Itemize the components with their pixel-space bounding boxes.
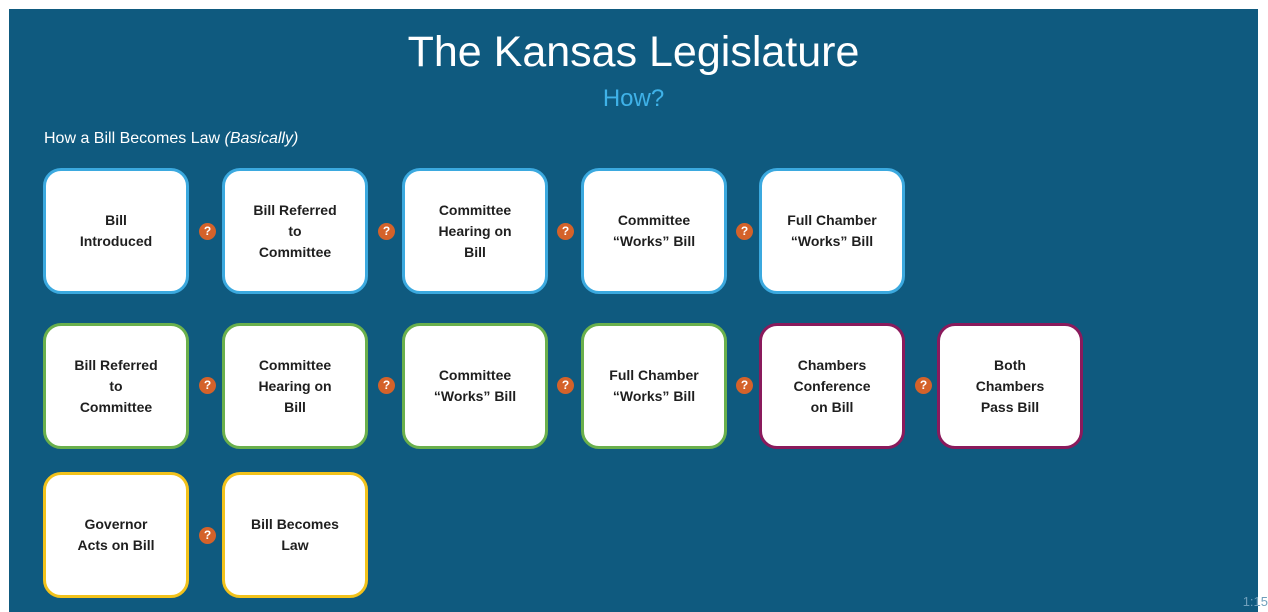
flow-step-label: Bill Referred to Committee (253, 201, 337, 260)
connector-question-icon: ? (199, 527, 216, 544)
flow-step-bill-becomes-law: Bill Becomes Law (222, 472, 368, 598)
flow-step-label: Full Chamber “Works” Bill (787, 212, 877, 249)
flow-step-label: Committee Hearing on Bill (438, 201, 512, 260)
flow-step-label: Bill Introduced (79, 212, 153, 249)
flow-step-committee-works-bill: Committee “Works” Bill (581, 168, 727, 294)
flow-step-label: Governor Acts on Bill (77, 516, 155, 553)
connector-question-icon: ? (557, 377, 574, 394)
flow-step-committee-hearing: Committee Hearing on Bill (222, 323, 368, 449)
flow-step-label: Committee “Works” Bill (433, 367, 517, 404)
connector-question-icon: ? (199, 377, 216, 394)
flow-step-label: Bill Referred to Committee (74, 356, 158, 415)
connector-question-icon: ? (378, 223, 395, 240)
slide: The Kansas Legislature How? How a Bill B… (9, 9, 1268, 612)
connector-question-icon: ? (557, 223, 574, 240)
connector-question-icon: ? (736, 223, 753, 240)
page-number: 1:15 (1218, 594, 1268, 610)
flow-step-label: Chambers Conference on Bill (793, 356, 871, 415)
page-number-text: 1:15 (1242, 594, 1268, 609)
flow-step-label: Committee “Works” Bill (612, 212, 696, 249)
flow-step-full-chamber-works-bill: Full Chamber “Works” Bill (759, 168, 905, 294)
connector-question-icon: ? (915, 377, 932, 394)
flow-step-governor-acts: Governor Acts on Bill (43, 472, 189, 598)
flow-step-label: Full Chamber “Works” Bill (609, 367, 699, 404)
flow-step-chambers-conference: Chambers Conference on Bill (759, 323, 905, 449)
heading-emphasis-text: (Basically) (224, 130, 299, 147)
flow-step-label: Bill Becomes Law (251, 516, 339, 553)
connector-question-icon: ? (199, 223, 216, 240)
flow-step-bill-introduced: Bill Introduced (43, 168, 189, 294)
connector-question-icon: ? (736, 377, 753, 394)
flow-step-full-chamber-works-bill: Full Chamber “Works” Bill (581, 323, 727, 449)
heading-main-text: How a Bill Becomes Law (44, 130, 225, 147)
slide-subtitle: How? (602, 85, 665, 112)
flow-step-label: Committee Hearing on Bill (258, 356, 332, 415)
slide-title: The Kansas Legislature (407, 28, 860, 76)
flow-step-label: Both Chambers Pass Bill (975, 356, 1045, 415)
flow-step-both-chambers-pass: Both Chambers Pass Bill (937, 323, 1083, 449)
section-heading: How a Bill Becomes Law (Basically) (44, 129, 298, 149)
flow-step-committee-works-bill: Committee “Works” Bill (402, 323, 548, 449)
flow-step-committee-hearing: Committee Hearing on Bill (402, 168, 548, 294)
connector-question-icon: ? (378, 377, 395, 394)
flow-step-referred-to-committee: Bill Referred to Committee (222, 168, 368, 294)
flow-step-referred-to-committee: Bill Referred to Committee (43, 323, 189, 449)
